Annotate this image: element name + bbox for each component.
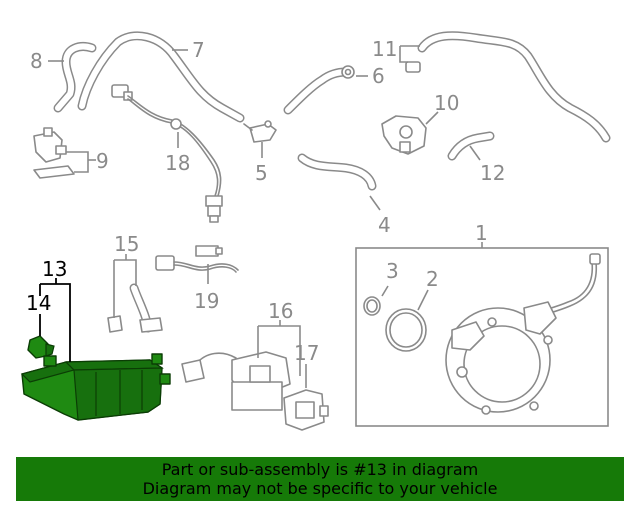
part-4-hose bbox=[297, 153, 377, 191]
part-12-hose bbox=[447, 131, 495, 161]
part-10-valve bbox=[381, 115, 427, 155]
callout-17: 17 bbox=[294, 341, 319, 365]
notice-line-1: Part or sub-assembly is #13 in diagram bbox=[161, 460, 479, 479]
part-9-valve-bracket bbox=[33, 127, 75, 179]
callout-8: 8 bbox=[30, 49, 43, 73]
callout-4: 4 bbox=[378, 213, 391, 237]
callout-11: 11 bbox=[372, 37, 397, 61]
callout-2: 2 bbox=[426, 267, 439, 291]
callout-15: 15 bbox=[114, 232, 139, 256]
part-2-gasket bbox=[385, 308, 427, 352]
part-1-vacuum-pump bbox=[445, 253, 601, 415]
part-13-charcoal-canister-highlighted bbox=[20, 353, 171, 421]
callout-6: 6 bbox=[372, 64, 385, 88]
part-6-hose bbox=[283, 65, 355, 115]
notice-banner: Part or sub-assembly is #13 in diagram D… bbox=[16, 457, 624, 501]
callout-16: 16 bbox=[268, 299, 293, 323]
callout-18: 18 bbox=[165, 151, 190, 175]
part-8-hose bbox=[53, 42, 97, 113]
callout-12: 12 bbox=[480, 161, 505, 185]
callout-5: 5 bbox=[255, 161, 268, 185]
part-15-hose-clip bbox=[107, 283, 163, 333]
callout-19: 19 bbox=[194, 289, 219, 313]
part-3-o-ring bbox=[363, 296, 381, 316]
part-11-hose bbox=[405, 31, 611, 143]
callout-10: 10 bbox=[434, 91, 459, 115]
notice-line-2: Diagram may not be specific to your vehi… bbox=[142, 479, 498, 498]
callout-13: 13 bbox=[42, 257, 67, 281]
part-14-clip-highlighted bbox=[27, 335, 55, 359]
part-7-hose bbox=[77, 31, 245, 123]
part-17-solenoid bbox=[283, 389, 329, 431]
callout-7: 7 bbox=[192, 38, 205, 62]
callout-14: 14 bbox=[26, 291, 51, 315]
callout-3: 3 bbox=[386, 259, 399, 283]
callout-1: 1 bbox=[475, 221, 488, 245]
callout-9: 9 bbox=[96, 149, 109, 173]
part-16-valve-assembly bbox=[181, 351, 291, 411]
part-19-sensor bbox=[155, 245, 239, 273]
part-5-connector bbox=[243, 120, 277, 143]
part-18-sensor-harness bbox=[111, 84, 223, 223]
